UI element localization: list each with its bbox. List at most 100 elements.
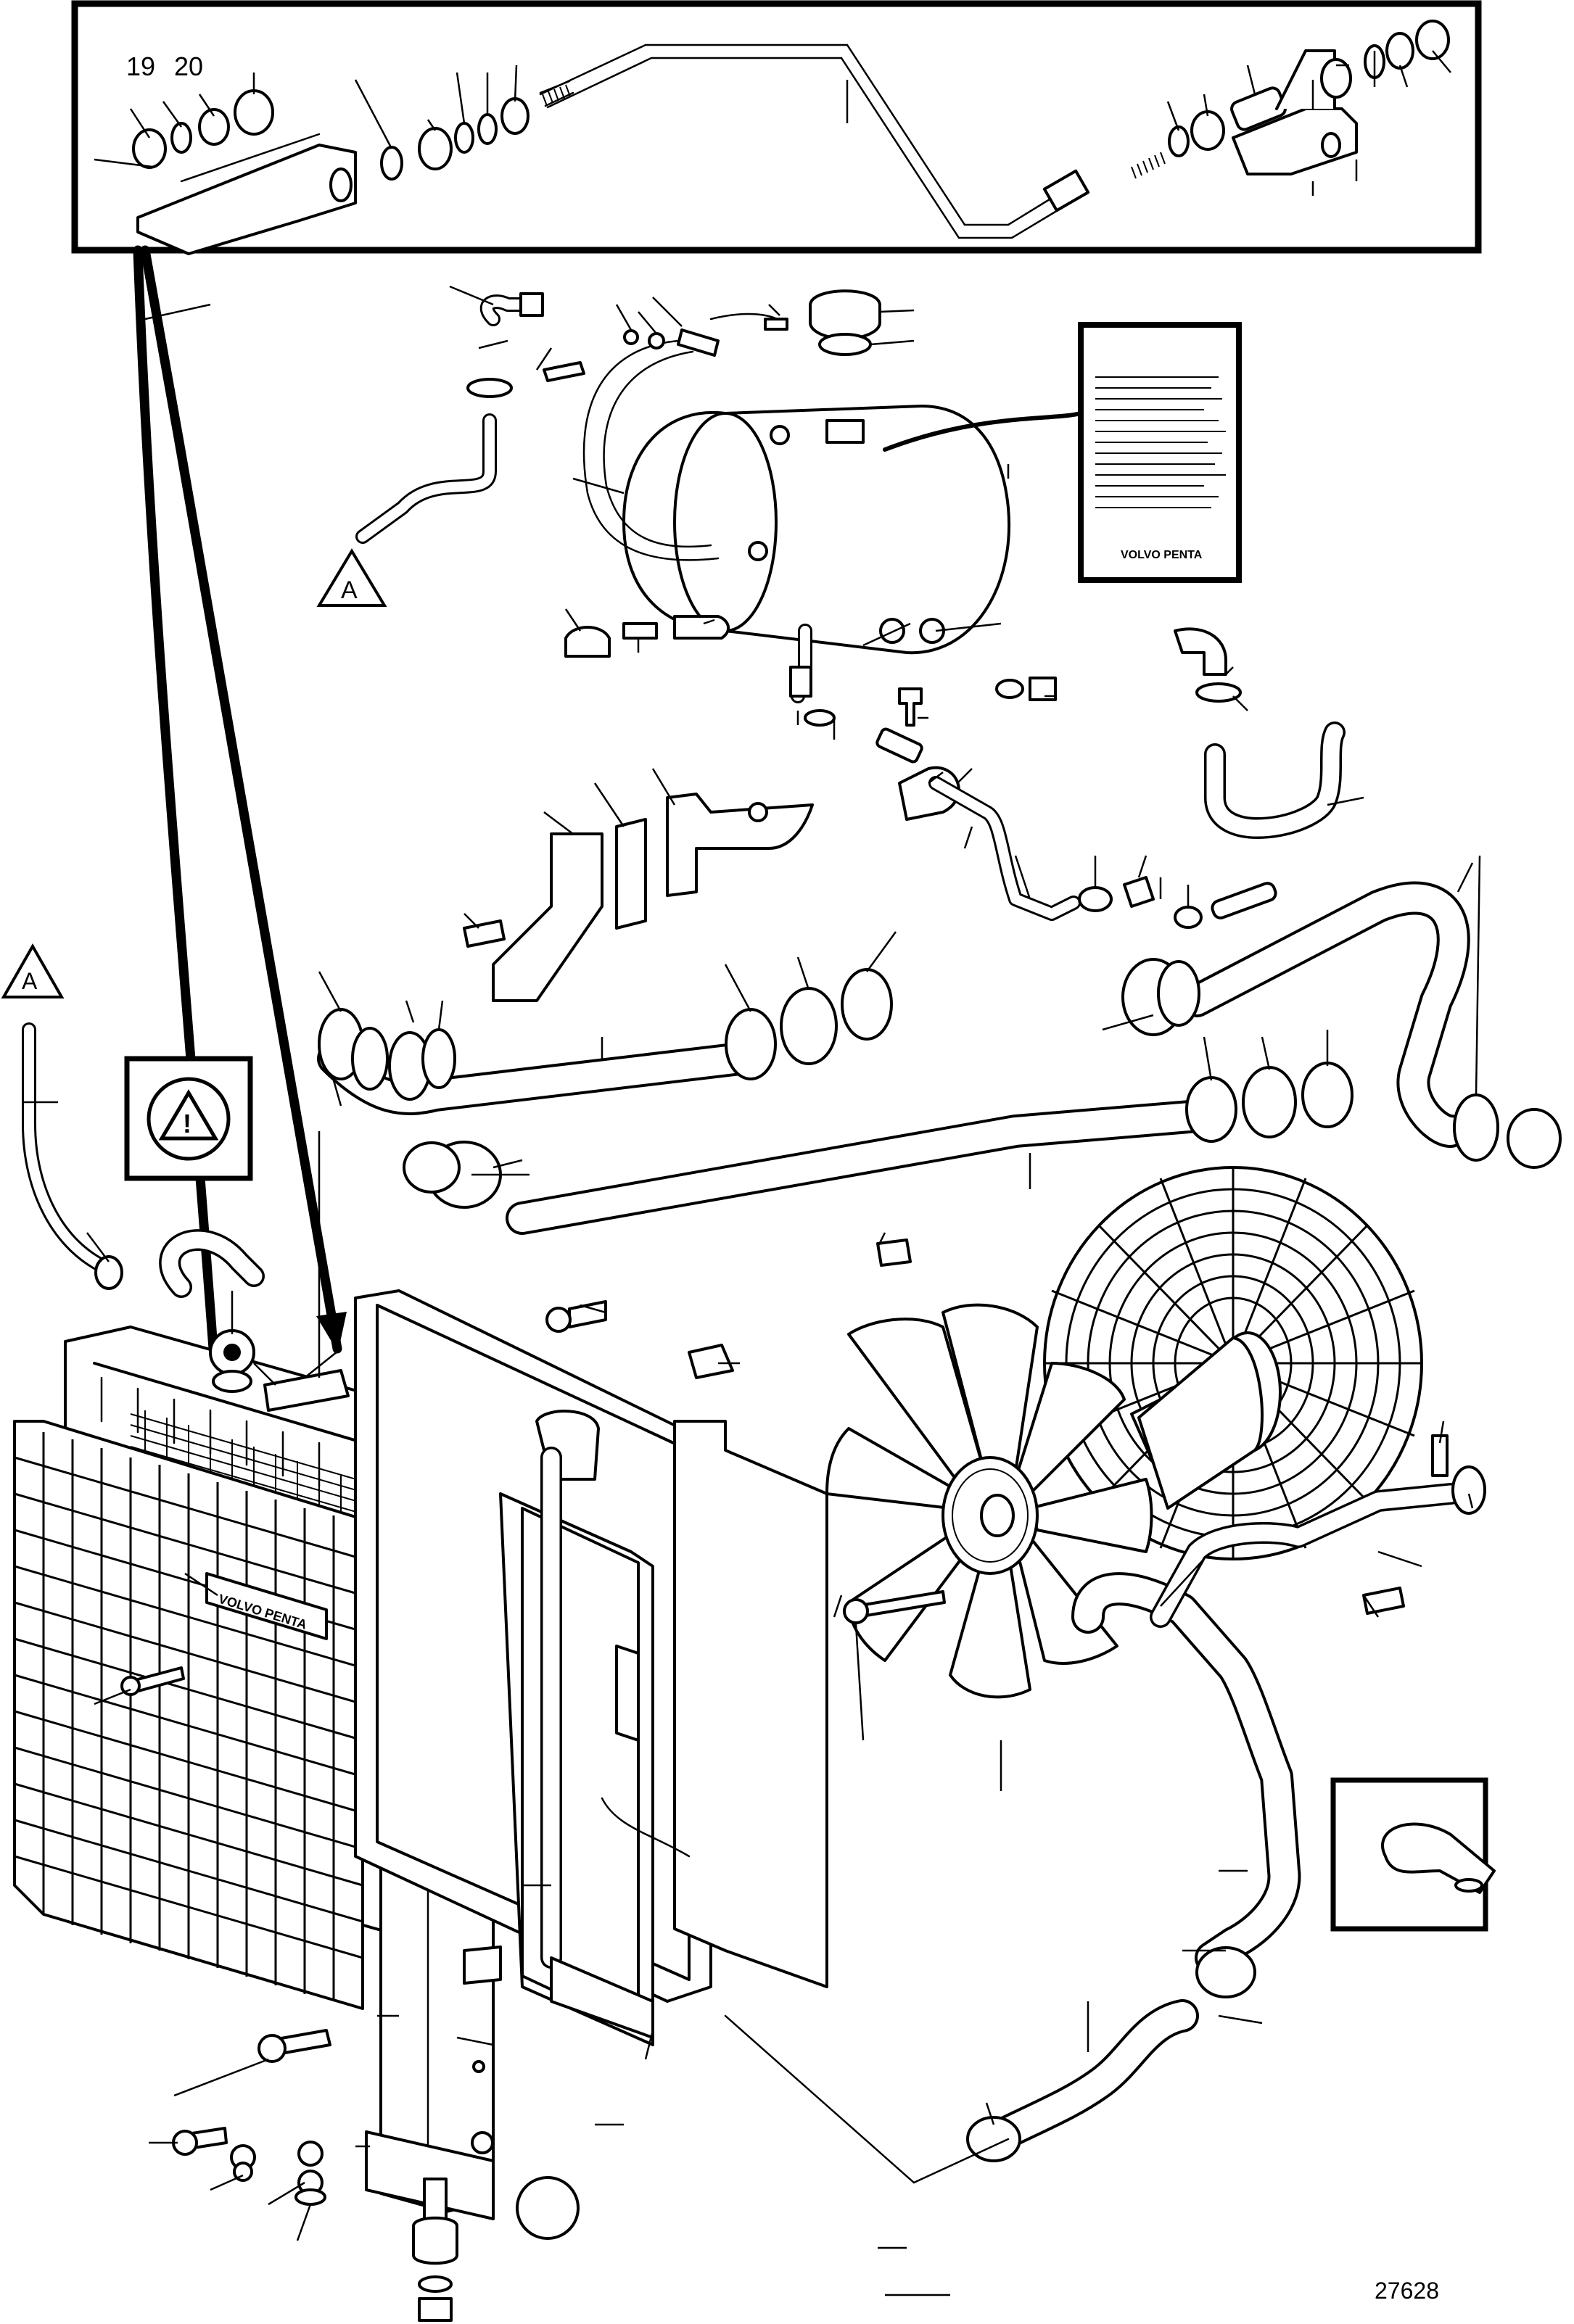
rubber-mount	[412, 2216, 458, 2265]
shroud-lower-seal	[550, 1956, 654, 2039]
p-clamp-icon	[1381, 1822, 1496, 1894]
fan-blade	[949, 1543, 1031, 1699]
instruction-decal: VOLVO PENTA	[1078, 322, 1242, 583]
small-hose-b	[1211, 882, 1277, 919]
rubber-buffer	[688, 1344, 734, 1379]
grille-screw-head	[120, 1676, 141, 1696]
rubber-bushing-d	[1320, 58, 1352, 99]
radiator-badge	[205, 1572, 328, 1640]
elbow-fitting-upper	[519, 292, 544, 317]
inset-leader-left	[133, 245, 223, 1415]
radiator-filler-neck	[212, 1370, 252, 1393]
hose-clamp-small-b	[1174, 906, 1203, 929]
washer-e	[1385, 32, 1414, 70]
washer	[233, 2162, 253, 2182]
fan-hub-ring	[952, 1468, 1029, 1563]
washer-a	[454, 122, 474, 154]
fan-blades	[825, 1303, 1153, 1699]
shroud-bolt	[568, 1300, 607, 1328]
hose-connector-lower	[1185, 1062, 1353, 1143]
tank-strap-inner	[603, 350, 712, 548]
fan-hub-center	[980, 1494, 1015, 1537]
plug-fan-side	[876, 1238, 912, 1267]
hose-connector-far-right	[1453, 1093, 1562, 1169]
hose-clamp-upper	[466, 378, 513, 398]
washer-left-19	[170, 122, 192, 154]
instruction-decal-text-lines	[1095, 376, 1226, 508]
hose-clamp	[1507, 1108, 1562, 1169]
tank-fitting-upper	[770, 425, 790, 445]
expansion-tank-end	[673, 412, 778, 632]
bracket-nut	[748, 802, 768, 822]
elbow-small	[1123, 876, 1155, 908]
washer-mount	[418, 2275, 453, 2293]
rail-clip-lower	[463, 1945, 502, 1985]
p-clamp-hole	[1454, 1878, 1483, 1893]
hose-nipple-a	[564, 626, 611, 658]
lower-radiator-pipe	[1071, 1572, 1301, 1974]
washer-c	[1168, 125, 1190, 157]
reference-triangle-icon	[316, 548, 387, 607]
fan-shroud	[673, 1420, 828, 1988]
inset-leader-right	[140, 245, 342, 1354]
expansion-tank-assembly	[355, 289, 1346, 929]
nipple-b	[622, 622, 658, 640]
tie-rod	[539, 44, 1066, 226]
decal-brand-text: VOLVO PENTA	[1121, 549, 1203, 561]
hose-clamp-bottom	[966, 2116, 1021, 2162]
radiator-top-strap	[263, 1369, 350, 1412]
strap-bolt	[677, 328, 720, 357]
rubber-bushing-b	[418, 127, 453, 170]
hose-clamp-lower	[1195, 1946, 1256, 1998]
hose-clamp	[421, 1028, 456, 1089]
hose-clamp	[1301, 1062, 1353, 1128]
fan-shroud-assembly	[354, 1238, 912, 2046]
reference-letter-upper: A	[341, 576, 358, 604]
tank-drain	[879, 618, 905, 644]
grille-mesh	[14, 1432, 363, 2001]
pressure-cap-top	[809, 289, 881, 324]
tank-strap-outer	[582, 339, 720, 561]
detail-inset: 19 20	[71, 0, 1482, 321]
pipe-bolt	[1362, 1587, 1405, 1615]
small-hose-mid	[875, 727, 923, 764]
bolt-mid	[898, 687, 923, 727]
hose-clamp-right	[1195, 682, 1242, 703]
flange-stud	[1431, 1434, 1449, 1477]
hose-leader	[724, 2014, 1010, 2184]
drain-cock-marker	[516, 2176, 580, 2240]
rail-hole	[472, 2060, 485, 2073]
mount-nut	[418, 2297, 453, 2322]
hose-connector-radiator	[403, 1141, 502, 1209]
lower-tank-fitting	[789, 666, 812, 698]
nut	[297, 2141, 324, 2167]
shroud-bolt-head	[545, 1307, 572, 1333]
bracket-left-hole	[329, 168, 353, 202]
hose-clamp	[725, 1008, 777, 1080]
reference-marker-left: A	[1, 943, 65, 998]
fan-blade	[941, 1303, 1039, 1481]
fan-assembly	[825, 1166, 1423, 1699]
tank-fitting-side	[748, 541, 768, 561]
hose-end	[1157, 960, 1200, 1027]
rubber-bushing-a	[380, 146, 403, 181]
rod-thread-right	[1131, 152, 1166, 179]
lower-coolant-pipes	[724, 1434, 1486, 2184]
radiator-filler-center	[223, 1344, 241, 1361]
fan-hub-cylinder	[1137, 1336, 1264, 1510]
pipe-end	[1453, 1093, 1499, 1162]
rod-coupling	[1042, 169, 1090, 212]
decal-leader	[883, 411, 1083, 452]
rail-bolt	[471, 2131, 494, 2154]
hose-clamp	[351, 1027, 389, 1091]
nipple-c	[673, 615, 730, 640]
bracket-left	[136, 144, 357, 255]
grille-bolt-head	[257, 2034, 287, 2063]
tie-rod-edge	[546, 57, 1071, 239]
radiator-bottom-tank	[365, 2130, 495, 2220]
support-bracket-c	[666, 793, 814, 897]
hose-connector-right	[1121, 958, 1200, 1036]
tank-fins	[100, 1376, 357, 1499]
reference-marker-upper: A	[316, 548, 387, 607]
nut-right	[1415, 20, 1450, 60]
